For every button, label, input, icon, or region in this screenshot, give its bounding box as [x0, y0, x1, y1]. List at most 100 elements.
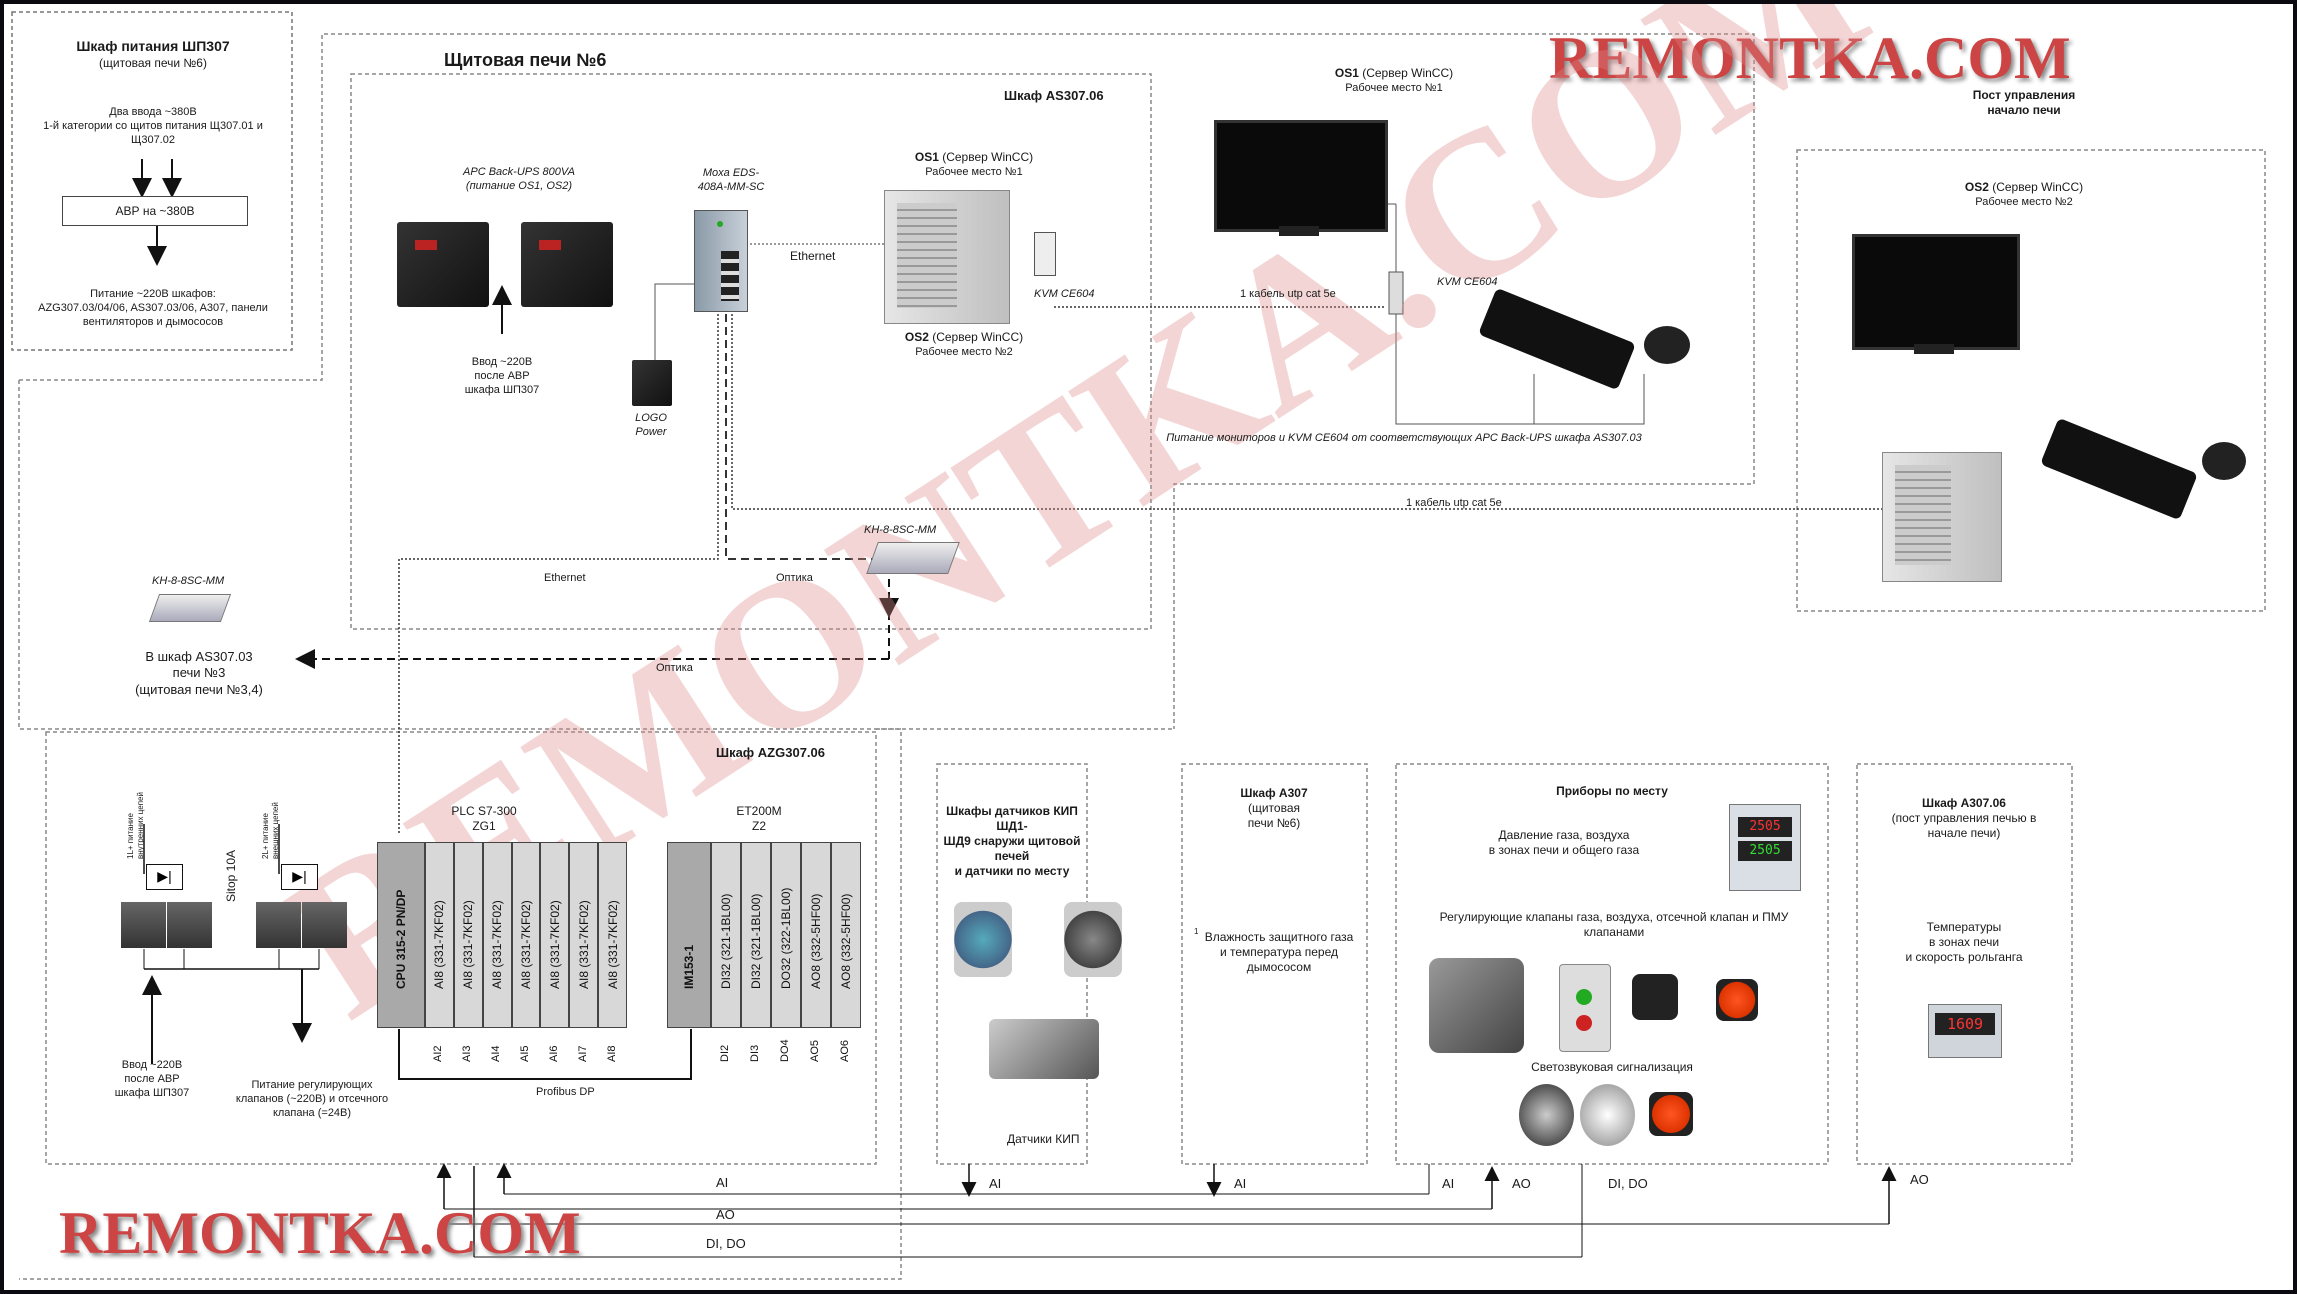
signal-ai-field: AI: [1442, 1176, 1455, 1191]
kh-left-optika: Оптика: [656, 662, 693, 674]
mouse-icon-1: [1644, 326, 1690, 364]
plc-module-1: CPU 315-2 PN/DP: [377, 842, 425, 1028]
panel6-title: Щитовая печи №6: [444, 50, 607, 70]
sitop-label: Sitop 10A: [224, 849, 238, 902]
pressure-sensor-icon-2: [1064, 902, 1122, 977]
azg-output: Питание регулирующих клапанов (~220В) и …: [235, 1079, 389, 1119]
et200-module-2: DI32 (321-1BL00): [711, 842, 741, 1028]
shp307-box: [11, 11, 293, 351]
kh-patch-icon-1: [866, 542, 960, 574]
a307-title: Шкаф А307: [1240, 786, 1308, 800]
pressure-display-icon: 2505 2505: [1729, 804, 1801, 891]
os1-sub: Рабочее место №1: [925, 166, 1023, 178]
kh-label-as307: KH-8-8SC-MM: [864, 524, 937, 536]
optika-label-1: Оптика: [776, 572, 813, 584]
siren-icon-2: [1580, 1084, 1635, 1146]
ethernet-label-1: Ethernet: [790, 249, 836, 263]
et200-module-label: DO32 (322-1BL00): [779, 887, 793, 989]
diode-icon-1: ▶|: [146, 864, 183, 890]
plc-module-4: AI8 (331-7KF02): [482, 842, 512, 1028]
plc-module-8: AI8 (331-7KF02): [598, 842, 627, 1028]
temp-display-icon: 1609: [1928, 1004, 2002, 1058]
logo-power-icon: [632, 360, 672, 406]
server-icon-2: [1882, 452, 2002, 582]
signal-ao-a30706: AO: [1910, 1172, 1929, 1187]
ws1-title: OS1 (Сервер WinCC): [1334, 66, 1454, 80]
os1-title: OS1 (Сервер WinCC): [914, 150, 1034, 164]
monitor-icon-2: [1852, 234, 2020, 350]
plc-module-label: AI8 (331-7KF02): [490, 900, 505, 989]
thermocouple-icon: [989, 1019, 1099, 1079]
et200-address-label: AO6: [839, 1039, 851, 1062]
alarm-lamp-icon: [1649, 1092, 1693, 1136]
control-station-icon: [1559, 964, 1611, 1052]
os2-title: OS2 (Сервер WinCC): [904, 330, 1024, 344]
field-title: Приборы по месту: [1556, 784, 1668, 798]
et200-address-label: DO4: [779, 1039, 791, 1062]
kh-left-dest: В шкаф AS307.03 печи №3 (щитовая печи №3…: [135, 649, 263, 697]
indicator-lamp-icon: [1716, 979, 1758, 1021]
post-cable: 1 кабель utp cat 5e: [1406, 497, 1502, 509]
logo-label: LOGO Power: [635, 412, 667, 438]
et200-address-label: AO5: [809, 1039, 821, 1062]
et200-module-4: DO32 (322-1BL00): [771, 842, 801, 1028]
post-os2-title: OS2 (Сервер WinCC): [1964, 180, 2084, 194]
azg-input: Ввод ~220В после АВР шкафа ШП307: [114, 1059, 190, 1099]
monitor-stand-1: [1279, 226, 1319, 236]
et200-module-6: AO8 (332-5HF00): [831, 842, 861, 1028]
plc-module-label: AI8 (331-7KF02): [576, 900, 591, 989]
os2-sub: Рабочее место №2: [915, 346, 1013, 358]
plc-module-3: AI8 (331-7KF02): [453, 842, 483, 1028]
shp307-inputs: Два ввода ~380В 1-й категории со щитов п…: [43, 106, 263, 146]
temp-display: 1609: [1935, 1013, 1995, 1035]
signal-ai-a307: AI: [1234, 1176, 1247, 1191]
a30706-temps: Температуры в зонах печи и скорость роль…: [1905, 920, 2023, 964]
et200-module-3: DI32 (321-1BL00): [741, 842, 771, 1028]
signal-dido: DI, DO: [706, 1236, 746, 1251]
sitop-unit-2: [167, 902, 212, 948]
signal-ai: AI: [716, 1175, 729, 1190]
azg-title: Шкаф AZG307.06: [716, 745, 825, 760]
shp307-title: Шкаф питания ШП307: [76, 38, 230, 54]
watermark-bottom: REMONTKA.COM: [59, 1200, 581, 1266]
ups-icon-1: [397, 222, 489, 307]
et200-label: ET200M Z2: [736, 804, 782, 833]
a30706-title: Шкаф А307.06: [1922, 796, 2006, 810]
ups-input-label: Ввод ~220В после АВР шкафа ШП307: [464, 356, 540, 396]
connection-lines: [11, 11, 2266, 1280]
plc-address-label: AI6: [547, 1045, 560, 1062]
ups-label: APC Back-UPS 800VA (питание OS1, OS2): [463, 166, 575, 192]
plc-address-label: AI7: [576, 1045, 589, 1062]
signal-dido-field: DI, DO: [1608, 1176, 1648, 1191]
ws1-sub: Рабочее место №1: [1345, 82, 1443, 94]
a307-note-sup: 1: [1194, 927, 1199, 936]
moxa-switch-icon: [694, 210, 748, 312]
a307-sub: (щитовая печи №6): [1247, 801, 1301, 830]
plc-address-label: AI5: [519, 1045, 531, 1062]
l2-label: 2L+ питание внешних цепей: [261, 802, 280, 859]
avr-box: АВР на ~380В: [62, 196, 248, 226]
kh-patch-icon-2: [148, 594, 232, 622]
sitop-unit-3: [256, 902, 301, 948]
et200-module-1: IM153-1: [667, 842, 711, 1028]
plc-module-6: AI8 (331-7KF02): [540, 842, 570, 1028]
l1-label: 1L+ питание внутренних цепей: [126, 792, 145, 859]
plc-address-label: AI3: [461, 1045, 474, 1062]
signal-ai-kip: AI: [989, 1176, 1002, 1191]
plc-module-label: AI8 (331-7KF02): [432, 900, 447, 989]
lower-outline: [19, 728, 902, 1280]
et200-module-label: DI32 (321-1BL00): [719, 893, 733, 989]
profibus-label: Profibus DP: [536, 1086, 595, 1098]
et200-module-label: IM153-1: [682, 944, 696, 989]
post-os2-sub: Рабочее место №2: [1975, 196, 2073, 208]
et200-module-label: AO8 (332-5HF00): [809, 893, 823, 989]
diagram-canvas: REMONTKA.COM REMONTKA.COM REMONTKA.COM Ш…: [4, 4, 2293, 1290]
azg-box: [45, 731, 877, 1165]
plc-module-label: AI8 (331-7KF02): [518, 900, 533, 989]
mouse-icon-2: [2202, 442, 2246, 480]
plc-address-label: AI8: [605, 1045, 618, 1062]
as307-box: [350, 73, 1152, 630]
plc-module-7: AI8 (331-7KF02): [569, 842, 599, 1028]
